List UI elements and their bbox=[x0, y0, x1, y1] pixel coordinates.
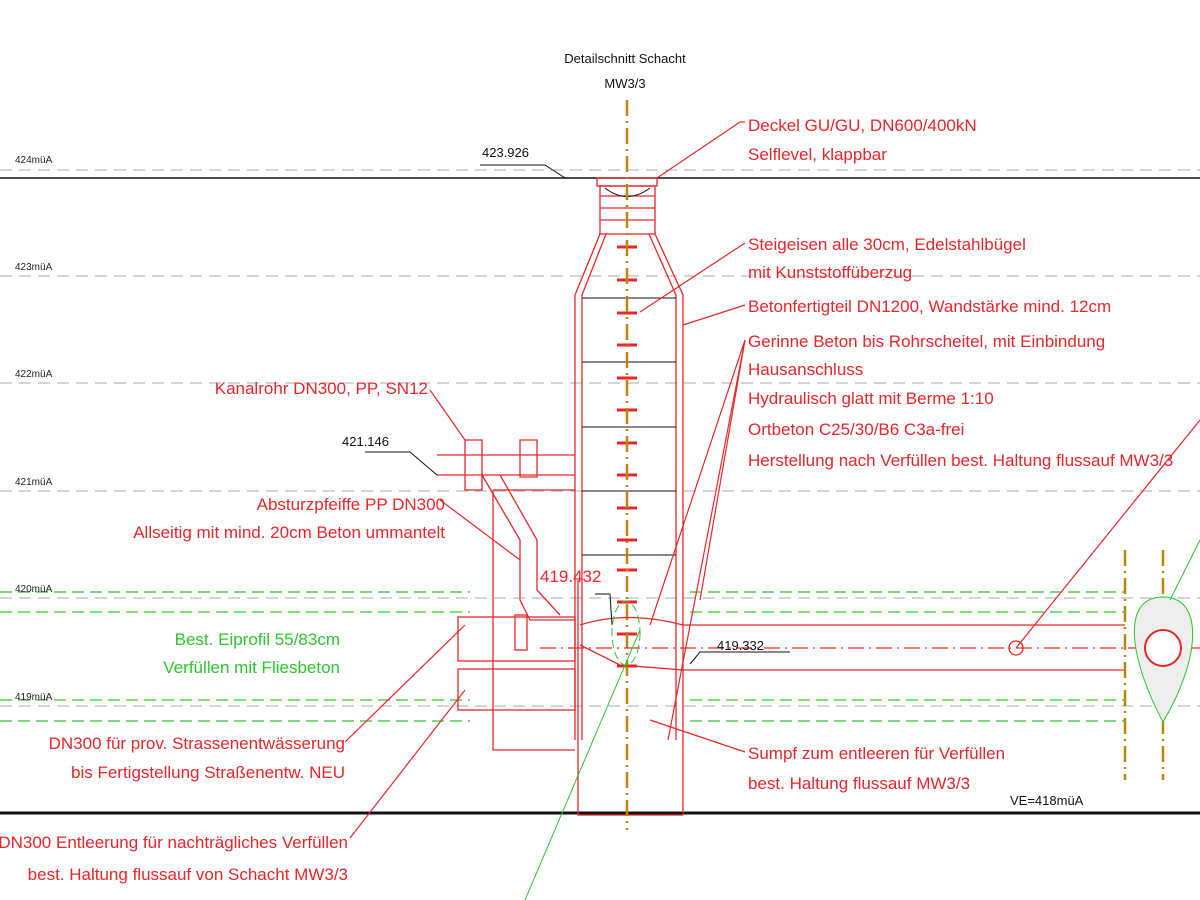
note-channel-3: Hydraulisch glatt mit Berme 1:10 bbox=[748, 389, 994, 408]
level-419: 419müA bbox=[15, 692, 53, 703]
existing-egg-profile-lines bbox=[0, 591, 1125, 722]
green-leader bbox=[524, 539, 1200, 900]
note-drain-1: DN300 Entleerung für nachträgliches Verf… bbox=[0, 833, 348, 852]
note-sump-2: best. Haltung flussauf MW3/3 bbox=[748, 774, 970, 793]
note-sewer-pipe: Kanalrohr DN300, PP, SN12 bbox=[215, 379, 428, 398]
note-sump-1: Sumpf zum entleeren für Verfüllen bbox=[748, 744, 1005, 763]
note-drain-2: best. Haltung flussauf von Schacht MW3/3 bbox=[28, 865, 348, 884]
level-422: 422müA bbox=[15, 369, 53, 380]
egg-profile-marker bbox=[611, 600, 641, 666]
level-420: 420müA bbox=[15, 584, 53, 595]
note-steps-2: mit Kunststoffüberzug bbox=[748, 263, 912, 282]
note-drop-1: Absturzpfeiffe PP DN300 bbox=[257, 495, 445, 514]
level-424: 424müA bbox=[15, 155, 53, 166]
elev-inlet: 421.146 bbox=[342, 434, 389, 449]
reference-level: VE=418müA bbox=[1010, 793, 1084, 808]
note-channel-4: Ortbeton C25/30/B6 C3a-frei bbox=[748, 420, 964, 439]
note-egg-2: Verfüllen mit Fliesbeton bbox=[163, 658, 340, 677]
note-channel-2: Hausanschluss bbox=[748, 360, 863, 379]
note-cover-1: Deckel GU/GU, DN600/400kN bbox=[748, 116, 977, 135]
pipes bbox=[437, 439, 1200, 711]
level-lines bbox=[0, 169, 1200, 707]
egg-profile-section bbox=[1123, 550, 1194, 780]
title-line2: MW3/3 bbox=[604, 76, 645, 91]
title-line1: Detailschnitt Schacht bbox=[564, 51, 686, 66]
leader-lines bbox=[344, 121, 1200, 839]
note-steps-1: Steigeisen alle 30cm, Edelstahlbügel bbox=[748, 235, 1026, 254]
elevation-leaders bbox=[365, 164, 790, 665]
elev-top: 423.926 bbox=[482, 145, 529, 160]
note-street-1: DN300 für prov. Strassenentwässerung bbox=[49, 734, 345, 753]
manhole-shaft bbox=[492, 177, 684, 816]
elev-outlet: 419.332 bbox=[717, 638, 764, 653]
level-421: 421müA bbox=[15, 477, 53, 488]
note-precast: Betonfertigteil DN1200, Wandstärke mind.… bbox=[748, 297, 1111, 316]
note-channel-5: Herstellung nach Verfüllen best. Haltung… bbox=[748, 451, 1173, 470]
level-423: 423müA bbox=[15, 262, 53, 273]
note-cover-2: Selflevel, klappbar bbox=[748, 145, 887, 164]
note-drop-2: Allseitig mit mind. 20cm Beton ummantelt bbox=[133, 523, 445, 542]
note-egg-1: Best. Eiprofil 55/83cm bbox=[175, 630, 340, 649]
elev-drop: 419.432 bbox=[540, 567, 601, 586]
note-street-2: bis Fertigstellung Straßenentw. NEU bbox=[71, 763, 345, 782]
note-channel-1: Gerinne Beton bis Rohrscheitel, mit Einb… bbox=[748, 332, 1105, 351]
